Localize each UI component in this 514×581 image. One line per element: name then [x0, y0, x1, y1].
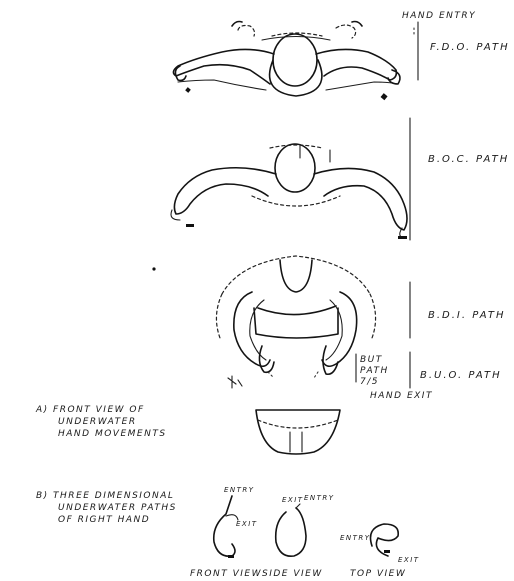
caption-a-line3: HAND MOVEMENTS	[58, 429, 167, 439]
hand-dots	[268, 372, 318, 378]
water-line	[262, 37, 330, 41]
left-hand	[259, 346, 274, 372]
top-view-path	[371, 524, 399, 556]
left-exit-mark	[186, 224, 194, 227]
label-entry-front: ENTRY	[224, 486, 255, 494]
label-bdi-path: B.D.I. PATH	[428, 310, 506, 321]
label-buo-path: B.U.O. PATH	[420, 370, 502, 381]
right-exit-mark	[398, 236, 407, 239]
right-exit-mark	[381, 93, 388, 100]
body-outline	[270, 60, 322, 96]
label-hand-exit: HAND EXIT	[370, 391, 433, 401]
top-view-end	[384, 550, 390, 553]
side-view-tip	[296, 504, 300, 508]
left-arm	[174, 168, 276, 214]
label-but-path-2: PATH	[360, 366, 389, 376]
label-exit-top: EXIT	[398, 556, 420, 564]
hand-exit-mark	[228, 376, 242, 388]
label-but-path-3: 7/5	[360, 377, 379, 387]
figure-boc	[171, 118, 410, 240]
water-line-dashed	[270, 145, 322, 148]
left-arm-inner	[250, 300, 266, 360]
side-view-loop	[276, 508, 306, 556]
right-arc-dashed	[370, 294, 376, 338]
label-side-view: SIDE VIEW	[262, 569, 323, 579]
caption-b-line3: OF RIGHT HAND	[58, 515, 150, 525]
legs	[290, 432, 302, 452]
label-exit-side: EXIT	[282, 496, 304, 504]
right-arm	[314, 168, 407, 230]
hips	[256, 410, 340, 454]
right-arm	[322, 292, 357, 366]
label-entry-side: ENTRY	[304, 494, 335, 502]
figure-hand-entry	[173, 22, 418, 101]
swimmer-head	[280, 260, 312, 292]
caption-b-line2: UNDERWATER PATHS	[58, 503, 177, 513]
caption-b-line1: b) THREE DIMENSIONAL	[36, 491, 174, 501]
left-arc-dashed	[216, 294, 222, 338]
front-view-path	[214, 496, 238, 558]
torso	[254, 308, 338, 338]
left-arm	[173, 49, 274, 84]
torso-top	[258, 306, 336, 315]
front-view-curve	[214, 496, 235, 556]
label-boc-path: B.O.C. PATH	[428, 154, 509, 165]
label-hand-entry: HAND ENTRY	[402, 11, 476, 21]
front-view-end	[228, 555, 234, 558]
left-arm	[234, 292, 270, 366]
right-arm-lower	[326, 82, 398, 90]
hips-dashed	[258, 420, 338, 428]
label-front-view: FRONT VIEW	[190, 569, 262, 579]
swimmer-head	[275, 144, 315, 192]
label-but-path-1: BUT	[360, 355, 383, 365]
label-entry-top: ENTRY	[340, 534, 371, 542]
caption-a-line2: UNDERWATER	[58, 417, 137, 427]
right-arm	[316, 49, 396, 80]
caption-a-line1: a) FRONT VIEW OF	[35, 405, 145, 415]
label-top-view: TOP VIEW	[350, 569, 406, 579]
label-fdo-path: F.D.O. PATH	[430, 42, 510, 53]
left-exit-mark	[185, 87, 191, 93]
water-outline-dashed	[222, 256, 370, 294]
swimmer-head	[273, 34, 317, 86]
side-view-path	[276, 504, 306, 556]
label-exit-front: EXIT	[236, 520, 258, 528]
left-arm-lower	[178, 80, 266, 90]
arm-tick-marks	[300, 146, 330, 162]
stray-dot	[152, 267, 155, 270]
torso-dashed	[252, 196, 340, 206]
right-hand	[388, 70, 400, 84]
